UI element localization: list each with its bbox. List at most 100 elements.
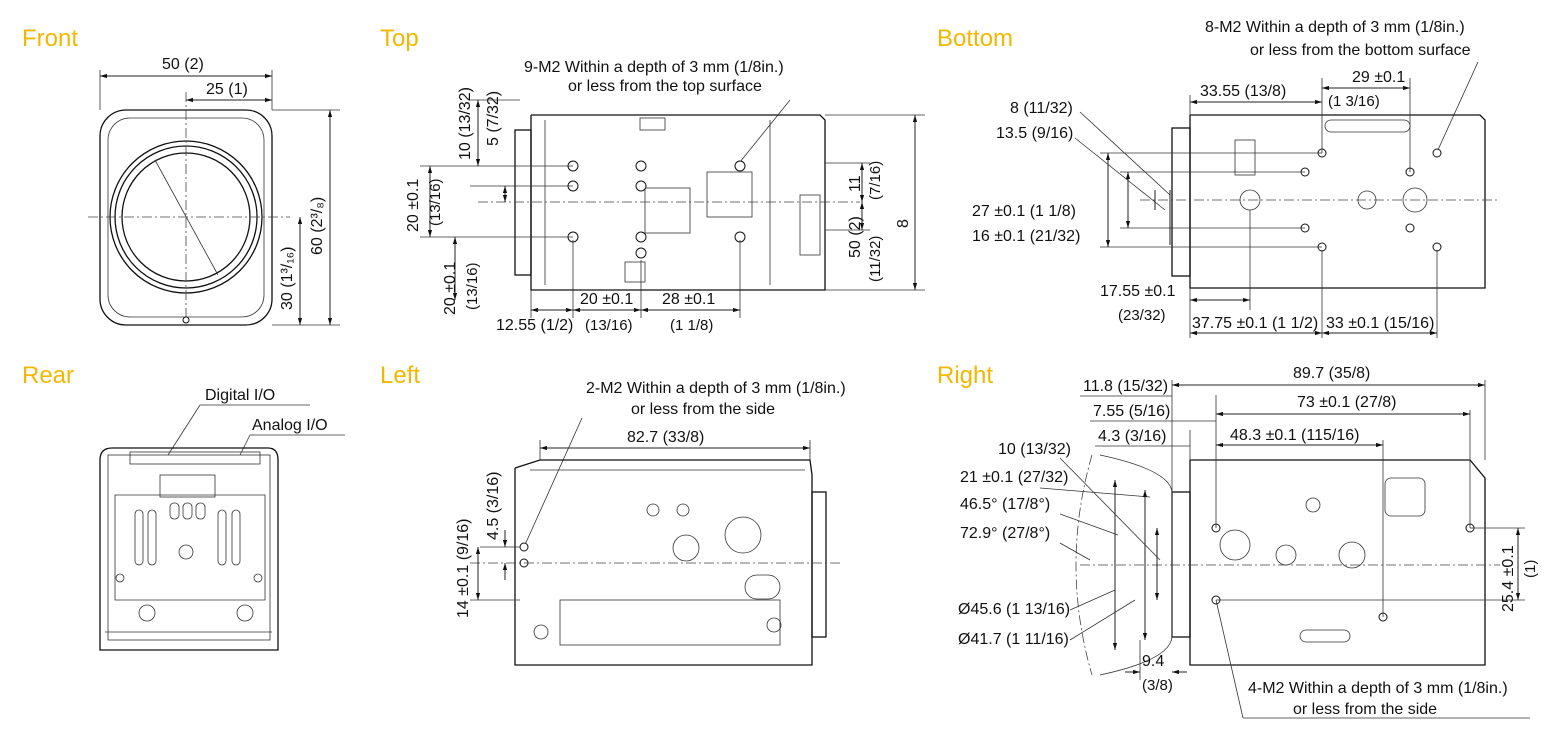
- right-title: Right: [937, 362, 993, 389]
- rear-connector-strip: [129, 451, 261, 465]
- right-dim-9-4: 9.4: [1142, 653, 1164, 670]
- top-label-plate: [706, 171, 753, 218]
- top-dim-5: 5 (7/32): [485, 91, 502, 146]
- front-dim-half-height: 30 (1³/₁₆): [279, 247, 296, 310]
- top-dim-28-in: (1 1/8): [670, 317, 713, 334]
- right-dim-4-3: 4.3 (3/16): [1098, 428, 1166, 445]
- left-housing: [514, 459, 813, 666]
- top-dim-8: 50 (2): [847, 216, 864, 258]
- right-dim-72-9-deg: 72.9° (27/8°): [960, 525, 1050, 542]
- right-dim-7-55: 7.55 (5/16): [1093, 403, 1170, 420]
- top-note-line2: or less from the top surface: [568, 78, 762, 95]
- right-dim-21: 21 ±0.1 (27/32): [960, 469, 1068, 486]
- left-dim-4-5: 4.5 (3/16): [485, 472, 502, 540]
- right-lens-cone: [1099, 454, 1173, 676]
- right-dim-11-8: 11.8 (15/32): [1083, 378, 1168, 395]
- front-view: Front 50 (2) 25 (1) 60 (2³/₈) 30 (1³/₁₆): [22, 25, 340, 326]
- right-lens-flange: [1171, 491, 1191, 638]
- top-title: Top: [380, 25, 419, 52]
- right-dim-dia-45-6: Ø45.6 (1 13/16): [958, 601, 1070, 618]
- left-view: Left 2-M2 Within a depth of 3 mm (1/8in.…: [380, 362, 846, 666]
- top-dim-10: 10 (13/32): [457, 87, 474, 160]
- right-view: Right 89.7 (35/8) 11.8 (15/32) 73 ±0.1 (…: [937, 362, 1539, 719]
- top-dim-11: 11: [847, 175, 864, 192]
- bottom-housing: [1189, 114, 1486, 289]
- bottom-dim-33: 33 ±0.1 (15/16): [1326, 315, 1434, 332]
- rear-housing: [99, 447, 279, 651]
- left-dim-14: 14 ±0.1 (9/16): [455, 518, 472, 618]
- top-mounting-holes: [567, 160, 746, 259]
- front-dim-half-width: 25 (1): [206, 81, 248, 98]
- left-gear-port: [724, 516, 762, 554]
- right-dim-73: 73 ±0.1 (27/8): [1297, 394, 1397, 411]
- bottom-dim-8: 8 (11/32): [1010, 100, 1073, 117]
- right-dim-10: 10 (13/32): [998, 441, 1071, 458]
- rear-screw-left: [138, 604, 156, 622]
- bottom-dim-29-in: (1 3/16): [1328, 93, 1380, 110]
- right-dim-dia-41-7: Ø41.7 (1 11/16): [958, 631, 1069, 648]
- bottom-dim-33-55: 33.55 (13/8): [1200, 83, 1286, 100]
- front-title: Front: [22, 25, 78, 52]
- bottom-note-line2: or less from the bottom surface: [1250, 42, 1471, 59]
- rear-title: Rear: [22, 362, 74, 389]
- top-connector: [799, 194, 821, 256]
- right-dim-9-4-in: (3/8): [1142, 677, 1173, 694]
- bottom-dim-17-55: 17.55 ±0.1: [1100, 283, 1176, 300]
- bottom-slot: [1324, 119, 1411, 133]
- front-dim-width: 50 (2): [162, 56, 204, 73]
- right-dim-48-3: 48.3 ±0.1 (115/16): [1230, 427, 1359, 444]
- right-port-gear: [1338, 541, 1366, 569]
- right-dim-25-4: 25.4 ±0.1: [1500, 545, 1517, 612]
- top-dim-8-in: (11/32): [867, 236, 884, 282]
- right-port-center: [1275, 544, 1297, 566]
- top-dim-11-in: (7/16): [867, 161, 884, 200]
- right-dim-25-4-in: (1): [1522, 560, 1539, 578]
- top-dim-20c: 20 ±0.1: [580, 291, 633, 308]
- bottom-dim-37-75: 37.75 ±0.1 (1 1/2): [1192, 315, 1318, 332]
- left-note-line2: or less from the side: [631, 401, 775, 418]
- rear-label-analog-io: Analog I/O: [252, 417, 328, 434]
- bottom-dim-29: 29 ±0.1: [1352, 69, 1405, 86]
- right-note-line2: or less from the side: [1293, 701, 1437, 718]
- top-view: Top 9-M2 Within a depth of 3 mm (1/8in.)…: [380, 25, 925, 334]
- rear-inner-frame: [107, 454, 271, 641]
- front-lens-line: [154, 159, 219, 276]
- left-bottom-plate: [559, 599, 781, 646]
- right-dim-46-5-deg: 46.5° (17/8°): [960, 496, 1050, 513]
- left-hole-1: [519, 542, 529, 552]
- bottom-dim-27: 27 ±0.1 (1 1/8): [972, 203, 1076, 220]
- left-note-line1: 2-M2 Within a depth of 3 mm (1/8in.): [586, 380, 846, 397]
- right-note-line1: 4-M2 Within a depth of 3 mm (1/8in.): [1248, 680, 1508, 697]
- left-lens-flange: [811, 491, 827, 638]
- top-housing: [530, 114, 826, 291]
- right-housing: [1189, 459, 1486, 666]
- rear-center-hole: [178, 544, 194, 560]
- rear-screw-right: [236, 604, 254, 622]
- left-slot: [744, 574, 781, 600]
- right-dim-89-7: 89.7 (35/8): [1293, 365, 1370, 382]
- bottom-dim-13-5: 13.5 (9/16): [996, 125, 1073, 142]
- front-screw-hole: [182, 316, 190, 324]
- top-dim-28: 28 ±0.1: [662, 291, 715, 308]
- top-dim-12-55: 12.55 (1/2): [496, 317, 573, 334]
- bottom-lens-flange: [1171, 127, 1191, 277]
- bottom-title: Bottom: [937, 25, 1013, 52]
- top-note-line1: 9-M2 Within a depth of 3 mm (1/8in.): [524, 59, 784, 76]
- bottom-note-line1: 8-M2 Within a depth of 3 mm (1/8in.): [1205, 19, 1465, 36]
- bottom-dim-16: 16 ±0.1 (21/32): [972, 228, 1080, 245]
- rear-label-digital-io: Digital I/O: [205, 387, 275, 404]
- top-dim-50: 8: [895, 219, 912, 228]
- top-dim-20c-in: (13/16): [585, 317, 633, 334]
- top-dim-20b: 20 ±0.1: [442, 262, 459, 315]
- top-lens-flange: [514, 129, 532, 276]
- left-title: Left: [380, 362, 420, 389]
- left-center-port: [672, 534, 700, 562]
- rear-view: Rear Digital I/O Analog I/O: [22, 362, 345, 651]
- left-dim-82-7: 82.7 (33/8): [627, 429, 704, 446]
- bottom-view: Bottom 8-M2 Within a depth of 3 mm (1/8i…: [937, 19, 1500, 338]
- top-dim-20b-in: (13/16): [464, 262, 481, 310]
- top-dim-20a: 20 ±0.1: [405, 179, 422, 232]
- right-bracket: [1384, 477, 1426, 517]
